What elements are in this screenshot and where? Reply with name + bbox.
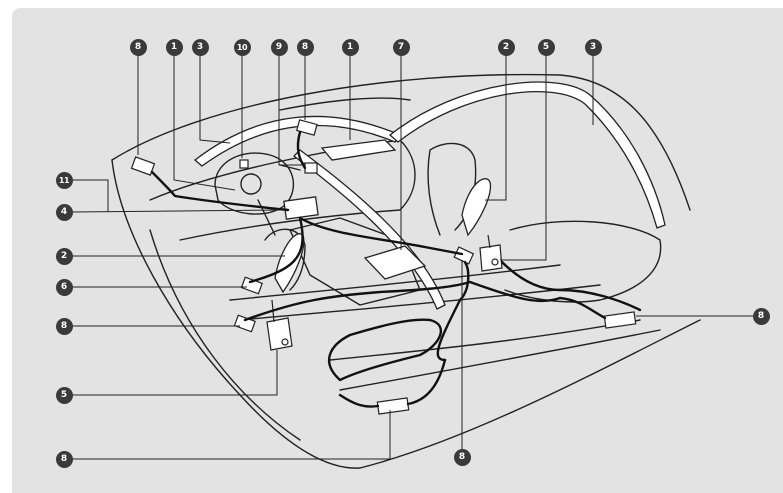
callout-badge: 4 <box>56 204 73 221</box>
callout-badge: 2 <box>56 248 73 265</box>
callout-badge: 3 <box>192 39 209 56</box>
sensor-rear-right <box>604 312 635 328</box>
leader-c3 <box>200 55 230 143</box>
callout-badge: 7 <box>393 39 410 56</box>
side-airbag-driver <box>462 179 490 235</box>
leader-c18 <box>72 410 390 459</box>
callout-badge: 10 <box>234 39 251 56</box>
leader-c12 <box>72 180 108 212</box>
occupant-sensor-pad <box>365 246 425 279</box>
rear-seat <box>505 221 661 302</box>
leader-c9 <box>485 55 506 200</box>
steering-hub <box>241 174 261 194</box>
sill-line <box>340 330 660 390</box>
sensor-dashboard <box>305 163 317 173</box>
callout-badge: 8 <box>130 39 147 56</box>
callout-badge: 3 <box>585 39 602 56</box>
pretensioner-driver <box>480 235 502 271</box>
callout-badge: 5 <box>538 39 555 56</box>
steering-sensor <box>240 160 248 168</box>
sensor-sill-bottom <box>377 398 408 414</box>
pretensioner-passenger-bolt <box>282 339 288 345</box>
callout-badge: 6 <box>56 279 73 296</box>
callout-badge: 8 <box>56 318 73 335</box>
srs-control-unit <box>284 197 318 219</box>
leader-c13 <box>72 210 285 212</box>
callout-badge: 1 <box>166 39 183 56</box>
pretensioner-driver-bolt <box>492 259 498 265</box>
callout-badge: 11 <box>56 172 73 189</box>
steering-wheel <box>215 153 293 214</box>
leader-c2 <box>174 55 235 190</box>
callout-badge: 2 <box>498 39 515 56</box>
callout-badge: 5 <box>56 387 73 404</box>
floor-line-3 <box>330 320 640 360</box>
body-side-outline <box>112 160 360 468</box>
front-passenger-airbag <box>322 140 395 160</box>
leader-c17 <box>72 350 277 395</box>
callout-badge: 1 <box>342 39 359 56</box>
callout-badge: 9 <box>271 39 288 56</box>
rear-lower-outline <box>360 320 700 468</box>
sensor-b-pillar <box>454 247 473 264</box>
callout-badge: 8 <box>454 449 471 466</box>
windshield-base <box>280 98 410 110</box>
callout-badge: 8 <box>297 39 314 56</box>
harness-rear <box>560 298 605 318</box>
side-airbag-passenger <box>275 234 304 292</box>
callout-badge: 8 <box>753 308 770 325</box>
callout-badge: 8 <box>56 451 73 468</box>
